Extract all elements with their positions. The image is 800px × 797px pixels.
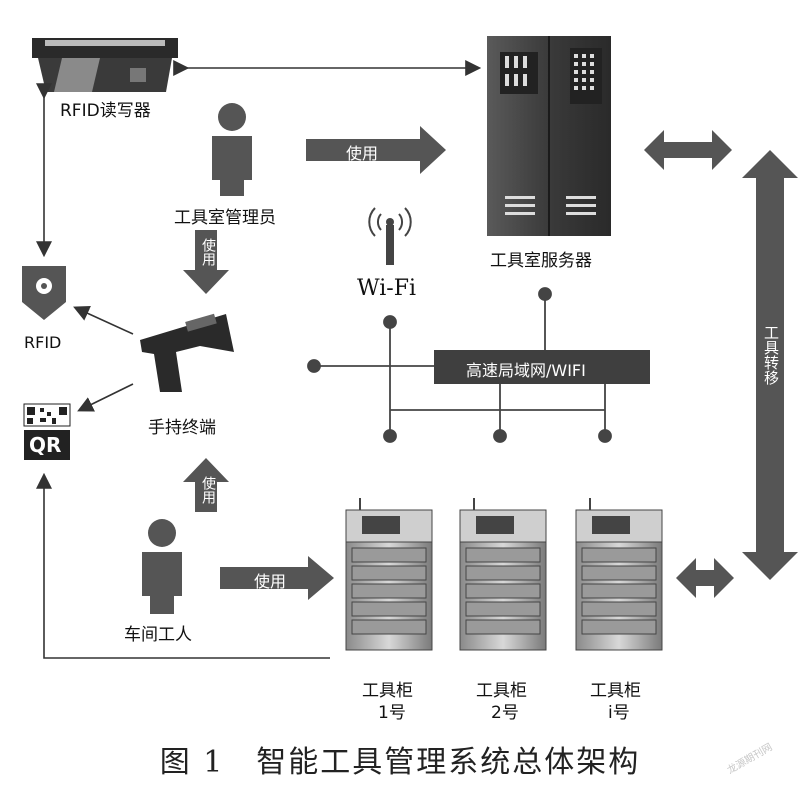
cabinet-qr-link [36,472,330,659]
admin-label: 工具室管理员 [174,208,276,228]
handheld-rfid-link [73,306,134,335]
cabinet-1-number: 1号 [378,703,406,723]
lan-box [434,350,650,384]
network-lines [307,287,612,443]
handheld-label: 手持终端 [148,418,216,438]
worker-label: 车间工人 [124,625,192,645]
use-label-worker-handheld: 使用 [200,476,216,504]
use-label-admin-server: 使用 [346,144,379,163]
cabinet-3-number: i号 [608,703,630,723]
tool-transfer-label: 工具转移 [762,325,780,385]
rfid-tag-icon [22,266,66,320]
rfid-label: RFID [24,333,62,352]
wifi-icon [368,207,412,265]
admin-person-icon [212,103,252,196]
tool-transfer-arrow [742,150,798,580]
cabinet-3-icon [575,498,663,651]
use-label-worker-cabinet: 使用 [254,572,287,591]
cabinet-2-label: 工具柜 [476,681,527,701]
cabinet-3-label: 工具柜 [590,681,641,701]
qr-icon [23,403,71,460]
cabinet-rail-arrow [676,558,734,598]
cabinet-2-number: 2号 [491,703,519,723]
rfid-reader-label: RFID读写器 [60,101,151,121]
qr-label: QR [29,433,62,457]
use-label-admin-handheld: 使用 [200,238,216,266]
cabinet-1-label: 工具柜 [362,681,413,701]
figure-caption: 图 1 智能工具管理系统总体架构 [159,745,641,780]
worker-handheld-arrow [183,458,229,512]
wifi-label: Wi-Fi [357,276,416,301]
cabinet-2-icon [459,498,547,651]
worker-person-icon [142,519,182,614]
handheld-scanner-icon [140,313,234,392]
server-rail-arrow [644,130,732,170]
handheld-qr-link [77,383,134,412]
admin-handheld-arrow [183,230,229,294]
server-icon [487,36,611,236]
admin-server-arrow [306,126,446,174]
rfid-reader-icon [32,38,178,92]
worker-cabinet-arrow [220,556,334,600]
server-label: 工具室服务器 [490,251,592,271]
cabinet-1-icon [345,498,433,651]
lan-label: 高速局域网/WIFI [466,361,586,380]
